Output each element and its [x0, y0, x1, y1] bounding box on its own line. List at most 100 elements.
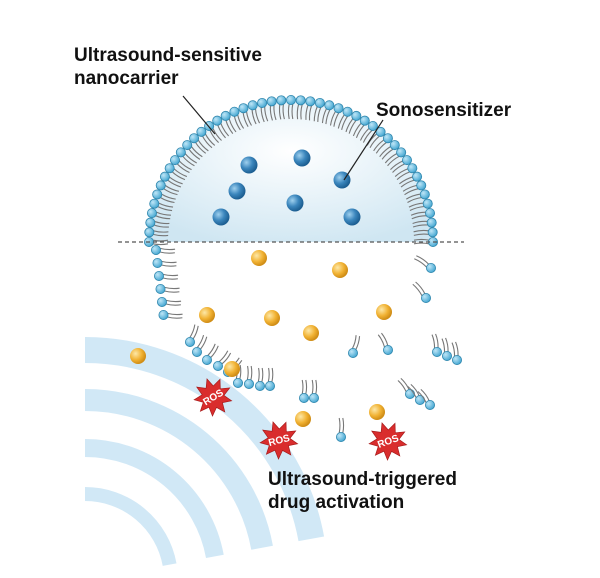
lipid-molecule-icon: [189, 133, 209, 154]
lipid-molecule-icon: [156, 296, 182, 307]
drug-molecule-icon: [199, 307, 215, 323]
lipid-molecule-icon: [335, 417, 346, 442]
lipid-molecule-icon: [276, 95, 287, 120]
ros-text: ROS: [267, 433, 291, 449]
drug-activation-label: Ultrasound-triggered drug activation: [268, 469, 457, 513]
lipid-molecule-icon: [164, 163, 188, 181]
sonosensitizer-sphere-icon: [293, 149, 311, 167]
lipid-molecule-icon: [347, 335, 361, 358]
drug-molecule-icon: [303, 325, 319, 341]
drug-molecule-group: [130, 250, 392, 427]
lipid-molecule-icon: [352, 115, 370, 139]
drug-molecule-icon: [264, 310, 280, 326]
lipid-bilayer-shell: [143, 95, 438, 247]
lipid-molecule-icon: [220, 110, 237, 134]
sonosensitizer-sphere-icon: [343, 208, 361, 226]
lipid-molecule-icon: [264, 367, 275, 391]
lipid-molecule-icon: [373, 133, 393, 154]
drug-molecule-icon: [224, 361, 240, 377]
lipid-molecule-icon: [298, 379, 309, 403]
sonosensitizer-group: [212, 149, 361, 226]
nanocarrier-label: Ultrasound-sensitive nanocarrier: [74, 45, 262, 89]
lipid-molecule-icon: [408, 198, 433, 212]
lipid-molecule-icon: [145, 217, 170, 228]
lipid-molecule-icon: [285, 95, 296, 120]
lipid-molecule-icon: [413, 227, 438, 238]
lipid-molecule-icon: [313, 97, 325, 122]
lipid-molecule-icon: [379, 140, 400, 160]
lipid-molecule-icon: [146, 208, 171, 220]
ros-burst-icon: ROS: [259, 421, 299, 460]
lipid-molecule-icon: [295, 95, 306, 120]
lipid-molecule-icon: [414, 255, 436, 273]
lipid-molecule-icon: [254, 367, 265, 391]
lipid-molecule-icon: [159, 171, 183, 188]
lipid-molecule-icon: [150, 244, 176, 255]
lipid-molecule-icon: [377, 332, 393, 355]
sonosensitizer-sphere-icon: [240, 156, 258, 174]
lipid-molecule-icon: [153, 270, 179, 281]
ultrasound-wave-arc: [84, 389, 273, 550]
drug-molecule-icon: [251, 250, 267, 266]
lipid-molecule-icon: [182, 140, 203, 160]
ros-burst-icon: ROS: [193, 378, 233, 417]
lipid-molecule-icon: [155, 180, 180, 196]
lipid-molecule-icon: [247, 100, 261, 125]
drug-molecule-icon: [332, 262, 348, 278]
lipid-molecule-icon: [191, 335, 208, 357]
lipid-molecule-icon: [406, 189, 430, 203]
sonosensitizer-label: Sonosensitizer: [376, 100, 512, 121]
ultrasound-wave-arc: [84, 439, 224, 559]
lipid-molecule-icon: [152, 257, 177, 268]
lipid-molecule-icon: [399, 171, 423, 188]
lipid-molecule-icon: [201, 343, 219, 365]
lipid-molecule-icon: [238, 103, 252, 127]
sonosensitizer-sphere-icon: [212, 208, 230, 226]
nanocarrier-leader-line: [182, 95, 216, 135]
lipid-molecule-icon: [243, 365, 254, 389]
lipid-molecule-icon: [390, 155, 413, 173]
lipid-molecule-icon: [366, 126, 386, 148]
lipid-molecule-icon: [402, 180, 427, 196]
drug-molecule-icon: [376, 304, 392, 320]
disrupted-lipid-layer: [150, 244, 462, 442]
sonosensitizer-sphere-icon: [228, 182, 246, 200]
lipid-molecule-icon: [384, 147, 407, 167]
lipid-molecule-icon: [431, 333, 442, 357]
lipid-molecule-icon: [266, 96, 277, 121]
lipid-molecule-icon: [394, 163, 418, 181]
lipid-molecule-icon: [158, 309, 183, 320]
lipid-molecule-icon: [196, 126, 216, 149]
lipid-molecule-icon: [407, 383, 425, 405]
lipid-molecule-icon: [451, 341, 462, 365]
sonosensitizer-sphere-icon: [286, 194, 304, 212]
drug-molecule-icon: [295, 411, 311, 427]
lipid-molecule-icon: [412, 281, 431, 303]
lipid-molecule-icon: [212, 115, 230, 139]
lipid-molecule-icon: [229, 106, 245, 131]
lipid-molecule-icon: [144, 227, 169, 238]
lipid-molecule-icon: [155, 283, 180, 294]
ultrasound-wave-icon: [84, 337, 325, 567]
lipid-molecule-icon: [184, 324, 199, 347]
ultrasound-wave-arc: [84, 337, 325, 542]
lipid-molecule-icon: [417, 388, 435, 410]
lipid-molecule-icon: [337, 106, 353, 131]
lipid-molecule-icon: [152, 189, 176, 204]
lipid-molecule-icon: [397, 377, 415, 399]
nanocarrier-core: [151, 102, 431, 242]
lipid-molecule-icon: [329, 103, 344, 127]
lipid-molecule-icon: [175, 147, 197, 167]
lipid-molecule-icon: [345, 110, 362, 134]
drug-molecule-icon: [130, 348, 146, 364]
lipid-molecule-icon: [308, 379, 319, 403]
lipid-molecule-icon: [257, 97, 269, 123]
lipid-molecule-icon: [169, 155, 192, 174]
lipid-molecule-icon: [305, 96, 316, 121]
lipid-molecule-icon: [410, 208, 436, 220]
ultrasound-wave-arc: [84, 487, 177, 567]
lipid-molecule-icon: [412, 217, 437, 228]
lipid-molecule-icon: [212, 350, 232, 371]
